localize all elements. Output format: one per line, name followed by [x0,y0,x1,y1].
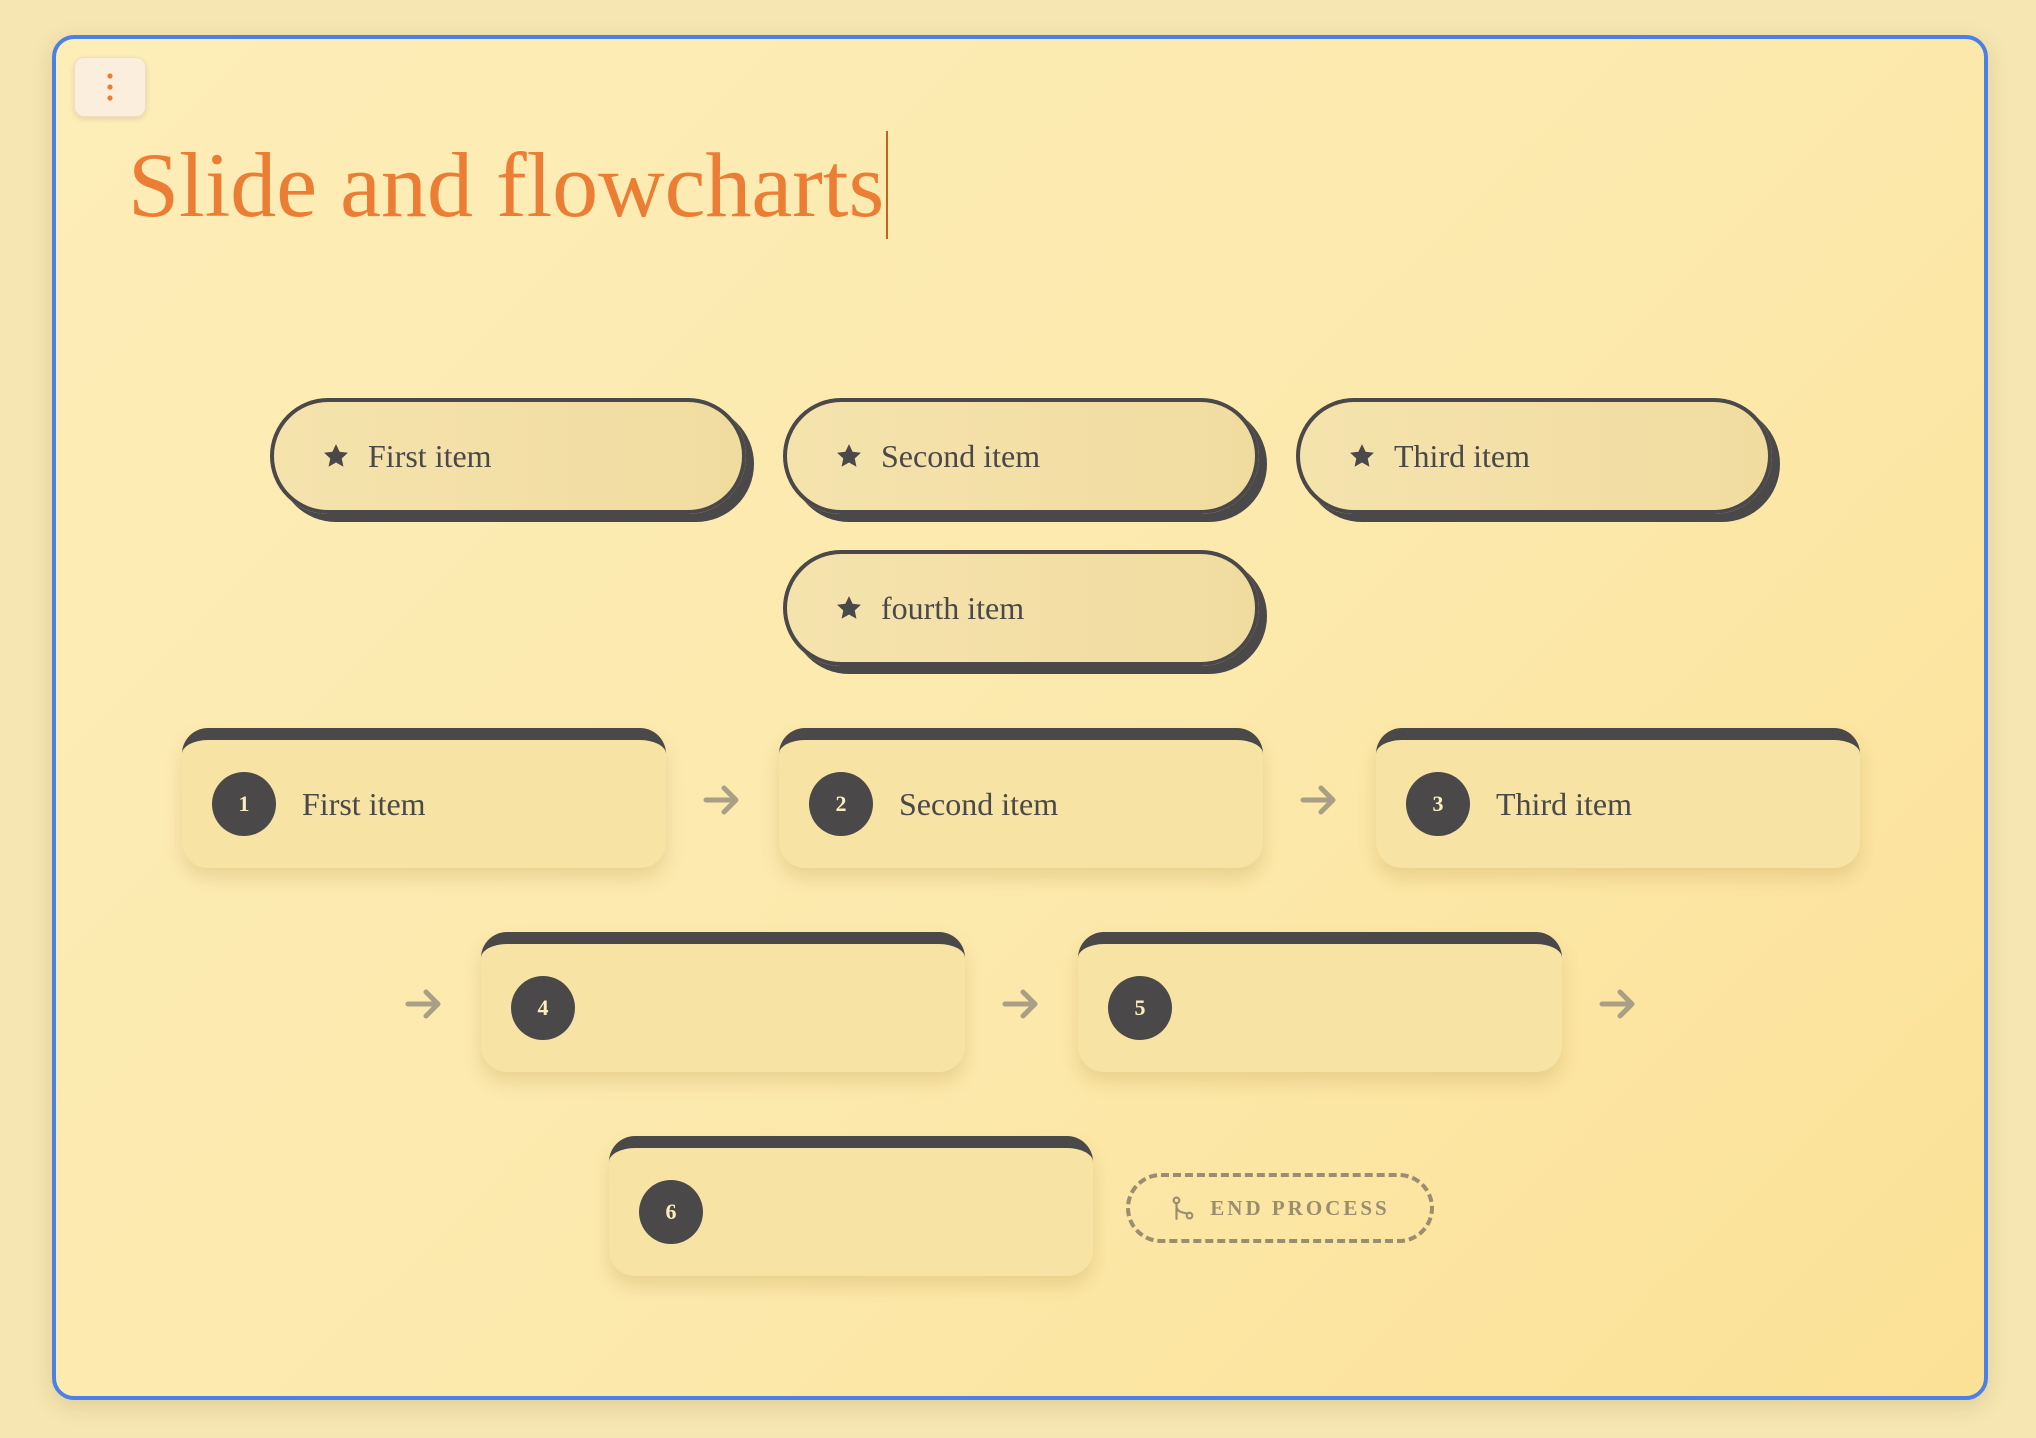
step-number-badge: 6 [639,1180,703,1244]
pill-item-fourth[interactable]: fourth item [783,550,1259,666]
arrow-right-icon [1300,785,1336,815]
slide-title[interactable]: Slide and flowcharts [128,131,889,239]
arrow-right-icon [703,785,739,815]
step-number-badge: 2 [809,772,873,836]
slide-canvas[interactable]: Slide and flowcharts First item Second i… [52,35,1988,1400]
step-label: Third item [1496,785,1632,822]
step-card-5[interactable]: 5 [1078,932,1562,1072]
end-process-button[interactable]: END PROCESS [1126,1173,1434,1243]
step-number-badge: 1 [212,772,276,836]
step-number-badge: 5 [1108,976,1172,1040]
step-label: Second item [899,785,1059,822]
pill-item-first[interactable]: First item [270,398,746,514]
arrow-right-icon [405,989,441,1019]
pill-label: Third item [1394,437,1530,474]
end-process-label: END PROCESS [1210,1195,1390,1220]
pill-label: fourth item [881,589,1025,626]
step-card-1[interactable]: 1 First item [182,728,666,868]
arrow-right-icon [1599,989,1635,1019]
step-card-6[interactable]: 6 [609,1136,1093,1276]
pill-item-third[interactable]: Third item [1296,398,1772,514]
pill-label: First item [368,437,492,474]
star-icon [837,444,861,467]
star-icon [324,444,348,467]
star-icon [1350,444,1374,467]
step-label: First item [302,785,426,822]
pill-item-second[interactable]: Second item [783,398,1259,514]
step-card-2[interactable]: 2 Second item [779,728,1263,868]
star-icon [837,596,861,619]
pill-label: Second item [881,437,1041,474]
step-card-4[interactable]: 4 [481,932,965,1072]
step-number-badge: 3 [1406,772,1470,836]
arrow-right-icon [1002,989,1038,1019]
menu-button[interactable] [74,57,146,117]
git-branch-icon [1172,1196,1194,1220]
step-card-3[interactable]: 3 Third item [1376,728,1860,868]
more-vertical-icon [107,73,113,101]
step-number-badge: 4 [511,976,575,1040]
